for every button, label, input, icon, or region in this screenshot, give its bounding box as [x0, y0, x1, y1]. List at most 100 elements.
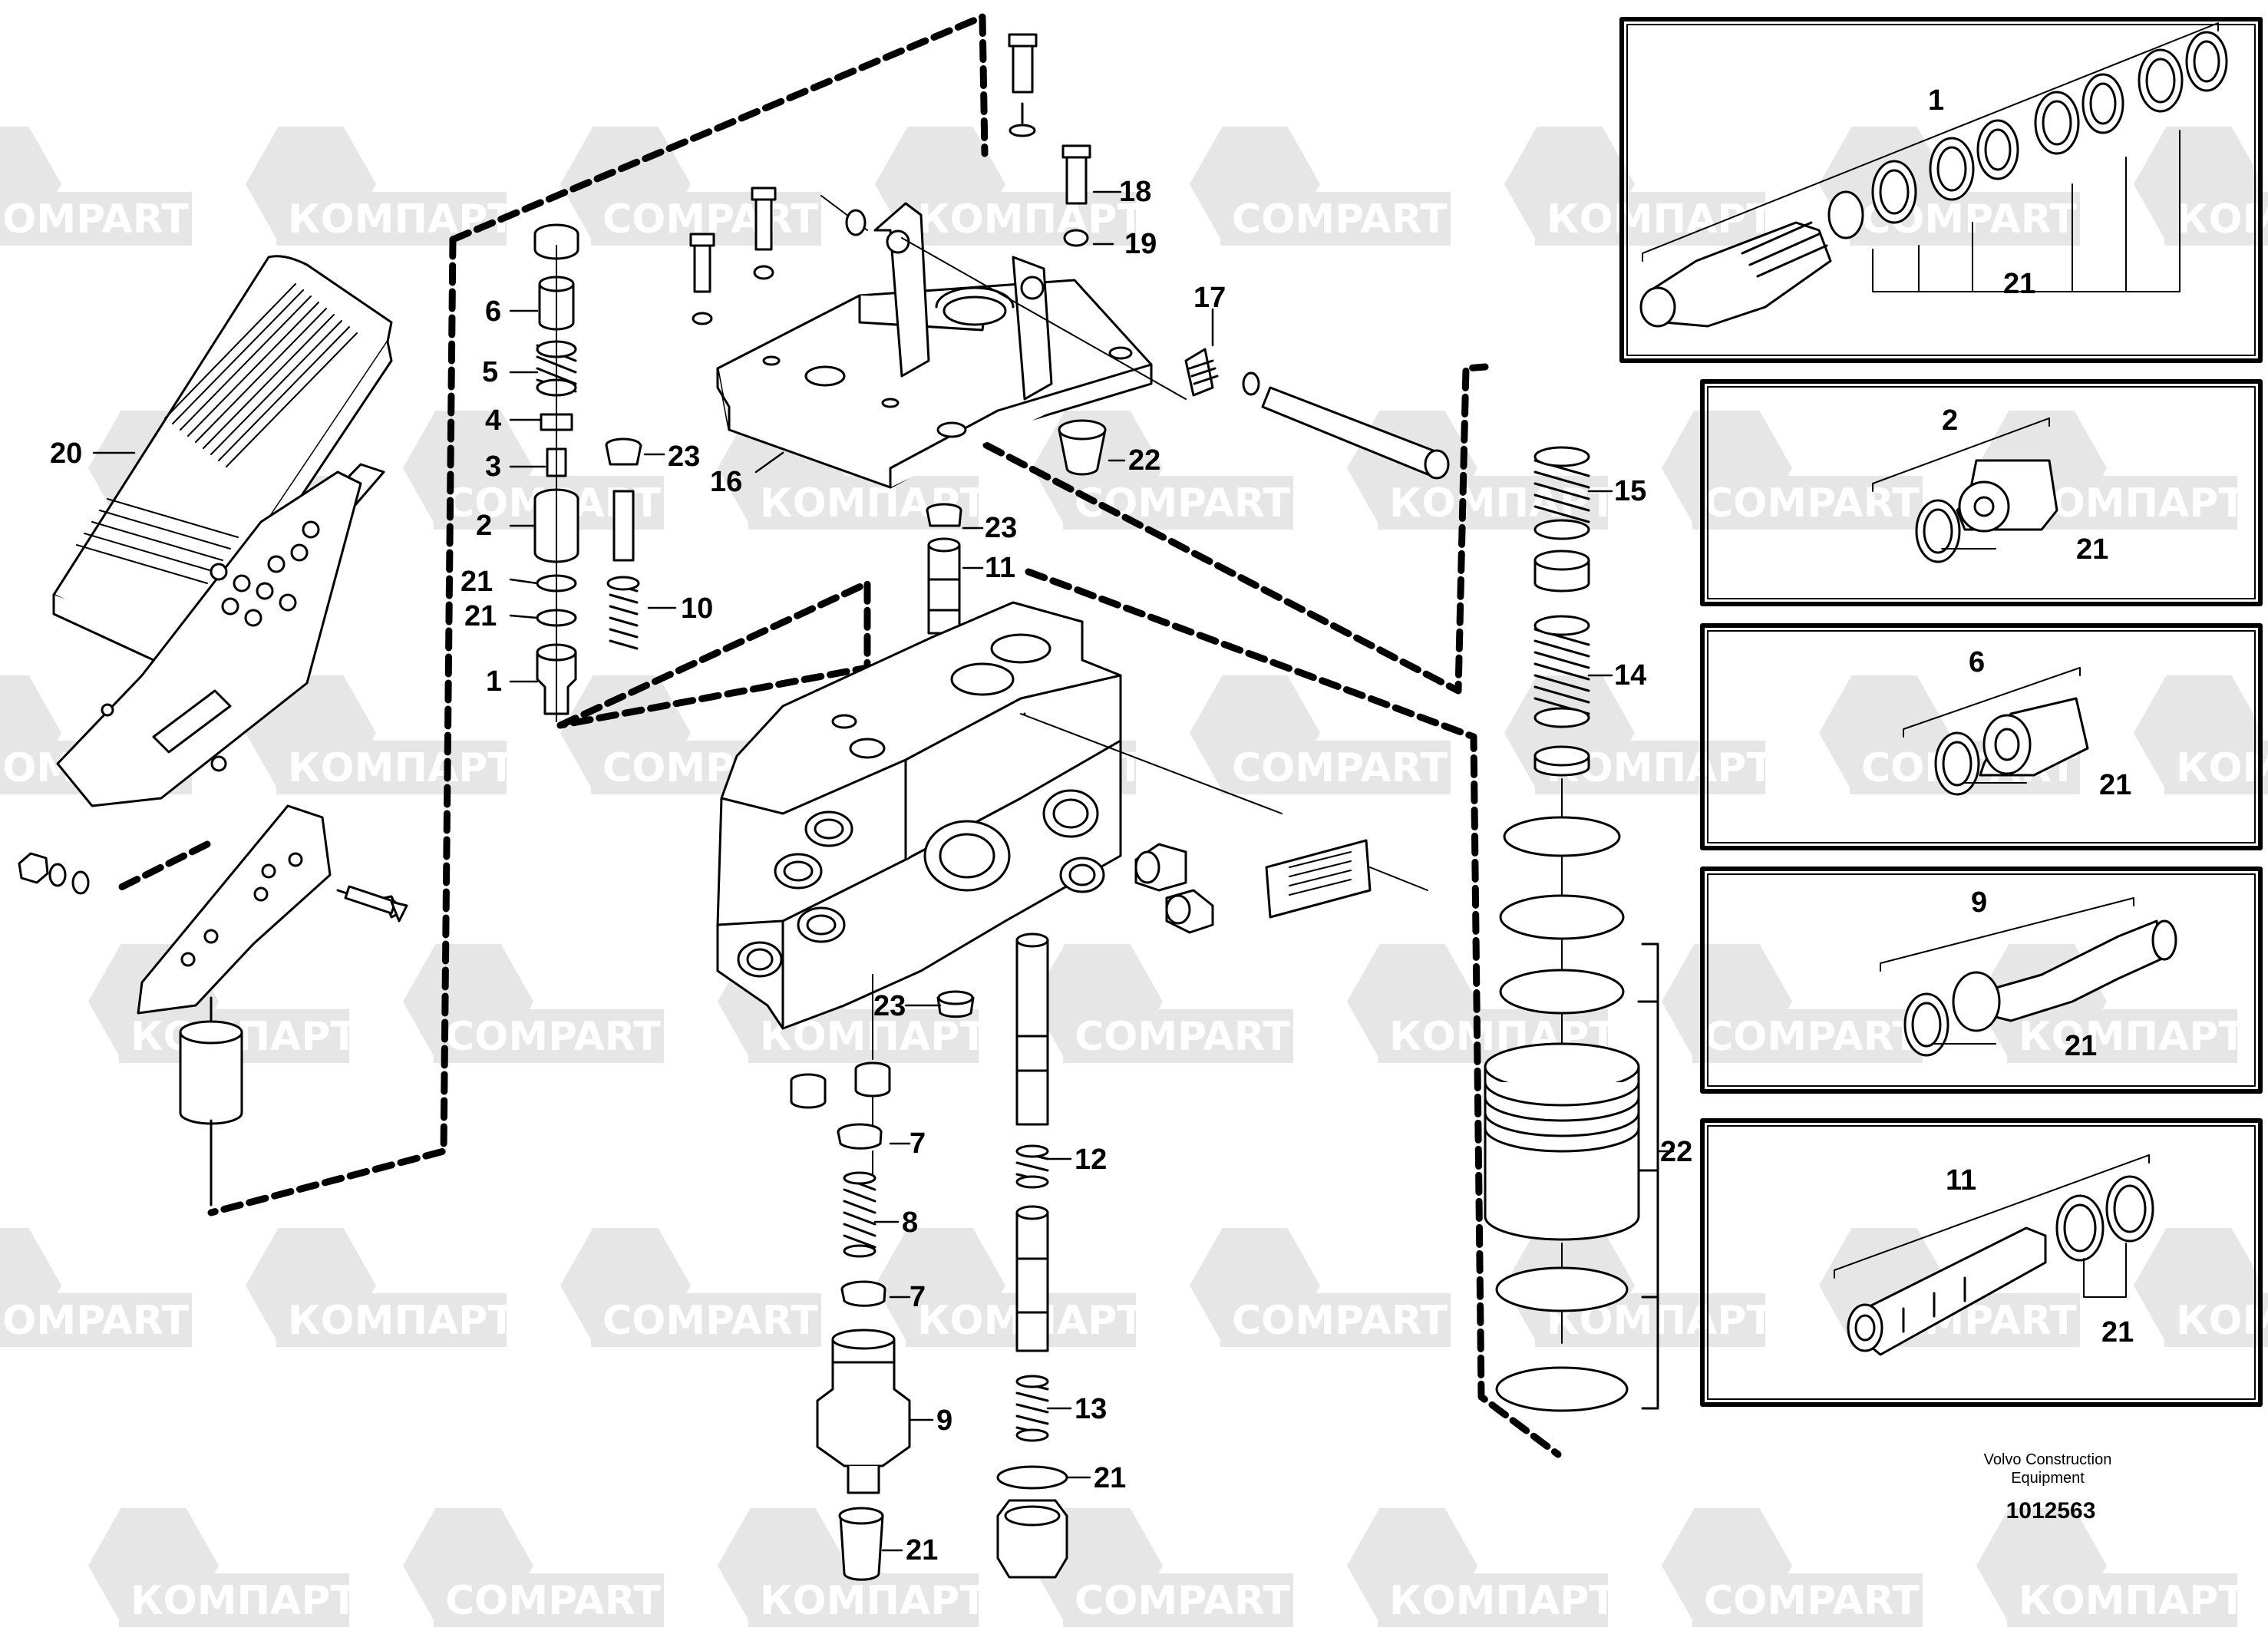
inset-1-parts — [1639, 22, 2228, 328]
watermark-band — [1220, 192, 1451, 246]
callout-9: 9 — [936, 1405, 952, 1437]
watermark-text: COMPART — [1232, 196, 1448, 243]
callout-15: 15 — [1614, 475, 1646, 507]
drawing-number: 1012563 — [2006, 1498, 2096, 1523]
callout-21a: 21 — [461, 566, 493, 598]
inset-11-part-label: 11 — [1946, 1164, 1976, 1197]
watermark-band — [1063, 1009, 1293, 1063]
watermark-band — [1220, 741, 1451, 794]
spool-11-stack — [926, 503, 962, 635]
center-spool-stack — [996, 933, 1068, 1579]
watermark-text: КОМПАРТ — [130, 1014, 358, 1060]
watermark-text: COMPART — [1704, 1014, 1920, 1060]
pedal-nut-washer — [18, 852, 90, 895]
pedal-assembly — [52, 255, 393, 807]
watermark-text: COMPART — [1704, 480, 1920, 527]
pedal-bracket — [137, 804, 408, 1015]
leader-lines — [92, 190, 1675, 1552]
cover-plate — [716, 195, 1187, 489]
callout-16: 16 — [710, 466, 742, 498]
callout-21b: 21 — [464, 600, 497, 632]
watermark-text: COMPART — [445, 1014, 661, 1060]
watermark-band — [1692, 1573, 1923, 1627]
callout-23c: 23 — [873, 990, 906, 1022]
watermark-band — [906, 192, 1136, 246]
inset-2-parts — [1872, 418, 2058, 563]
accumulator-stack — [1484, 446, 1659, 1412]
callout-22a: 22 — [1128, 444, 1160, 477]
inset-1-part-label: 1 — [1928, 84, 1944, 117]
watermark-text: КОМПАРТ — [917, 196, 1144, 243]
drawing-footer: Volvo Construction Equipment 1012563 — [1984, 1451, 2112, 1523]
callout-7a: 7 — [910, 1127, 926, 1160]
left-spool-stack — [533, 223, 579, 722]
watermark-text: COMPART — [0, 196, 189, 243]
watermark-band — [0, 192, 192, 246]
pedal-bushing — [179, 996, 243, 1207]
callout-22b: 22 — [1660, 1136, 1692, 1168]
watermark-band — [2007, 1573, 2237, 1627]
callout-13: 13 — [1075, 1393, 1107, 1425]
plug-under-plate — [1058, 419, 1107, 476]
watermark-text: КОМПАРТ — [1547, 196, 1774, 243]
watermark-text: КОМПАРТ — [2176, 1298, 2268, 1344]
inset-6-part-label: 6 — [1969, 646, 1985, 678]
inset-11-seal-label: 21 — [2101, 1316, 2134, 1348]
watermark-text: КОМПАРТ — [288, 196, 515, 243]
watermark-band — [748, 1573, 979, 1627]
callout-3: 3 — [485, 451, 501, 483]
watermark-band — [591, 1293, 821, 1347]
callout-17: 17 — [1193, 282, 1226, 314]
pressure-sensor-stack — [790, 974, 975, 1581]
top-screws — [689, 33, 1091, 325]
watermark-text: COMPART — [1232, 1298, 1448, 1344]
watermark-band — [1063, 1573, 1293, 1627]
callout-labels: 20 16 17 18 19 22 6 5 4 3 2 21 21 1 23 1… — [50, 84, 2134, 1566]
watermark-text: COMPART — [1075, 480, 1290, 527]
watermark-text: КОМПАРТ — [1389, 1578, 1616, 1624]
watermark-text: COMPART — [445, 1578, 661, 1624]
watermark-text: КОМПАРТ — [2176, 745, 2268, 791]
watermark-band — [434, 1573, 664, 1627]
footer-manufacturer: Volvo Construction — [1984, 1451, 2112, 1468]
watermark-band — [0, 1293, 192, 1347]
watermark-band — [2007, 1009, 2237, 1063]
callout-20: 20 — [50, 437, 82, 470]
watermark-band — [1378, 1573, 1608, 1627]
inset-1-seal-label: 21 — [2003, 268, 2035, 300]
watermark-text: COMPART — [1232, 745, 1448, 791]
inset-9-part-label: 9 — [1971, 886, 1987, 919]
watermark-text: КОМПАРТ — [288, 745, 515, 791]
inset-6-parts — [1903, 667, 2089, 796]
watermark-text: COMPART — [1704, 1578, 1920, 1624]
callout-21d: 21 — [1094, 1462, 1126, 1494]
callout-1: 1 — [486, 665, 502, 698]
watermark-text: COMPART — [1075, 1014, 1290, 1060]
side-plugs — [1134, 843, 1214, 934]
watermark-band — [1220, 1293, 1451, 1347]
watermark-text: КОМПАРТ — [130, 1578, 358, 1624]
footer-manufacturer-line2: Equipment — [2011, 1470, 2085, 1487]
callout-2: 2 — [476, 510, 492, 542]
callout-11: 11 — [985, 552, 1015, 584]
watermark-text: COMPART — [1075, 1578, 1290, 1624]
watermark-text: COMPART — [0, 1298, 189, 1344]
spring-and-pin — [1184, 348, 1450, 480]
watermark-band — [434, 1009, 664, 1063]
callout-23a: 23 — [668, 441, 700, 473]
inset-9-seal-label: 21 — [2065, 1030, 2097, 1062]
callout-23b: 23 — [985, 512, 1017, 544]
callout-19: 19 — [1124, 228, 1157, 260]
watermark-band — [1692, 1009, 1923, 1063]
watermark-band — [276, 741, 507, 794]
watermark-text: КОМПАРТ — [760, 1578, 987, 1624]
watermark-band — [119, 1573, 349, 1627]
watermark-text: КОМПАРТ — [2019, 1578, 2246, 1624]
inset-2-part-label: 2 — [1942, 404, 1958, 437]
callout-4: 4 — [485, 404, 501, 437]
watermark-band — [2164, 1293, 2268, 1347]
watermark-band — [2164, 741, 2268, 794]
label-plate — [1265, 839, 1428, 919]
